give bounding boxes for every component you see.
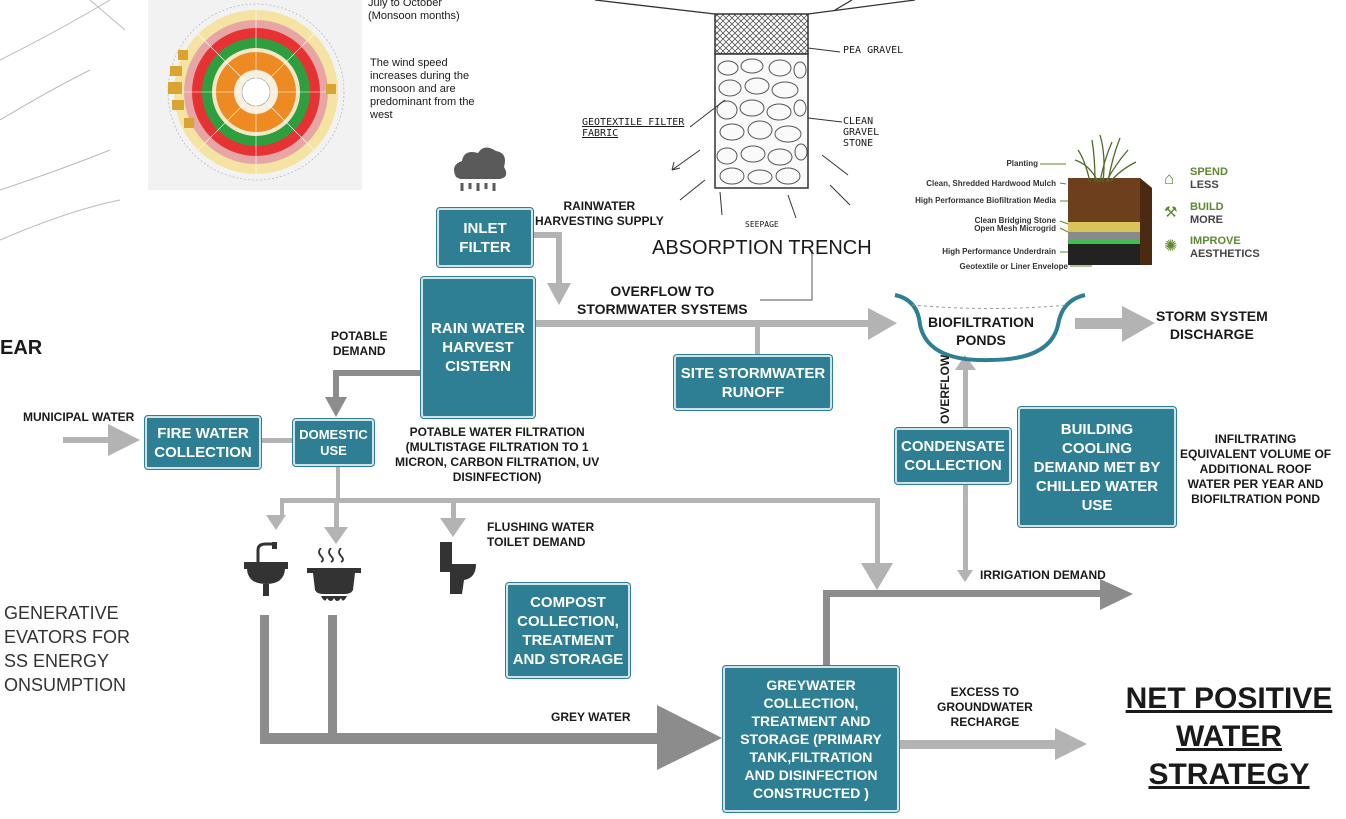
house-icon: ⌂ xyxy=(1164,169,1175,188)
biofiltration-ponds-label: BIOFILTRATION PONDS xyxy=(928,314,1035,348)
seepage-label: SEEPAGE xyxy=(745,220,779,229)
arrows-light xyxy=(63,232,1155,760)
pea-gravel-label: PEA GRAVEL xyxy=(843,45,904,56)
wind-note-description: The wind speed increases during the mons… xyxy=(370,57,475,121)
wind-rose-chart xyxy=(148,0,362,190)
net-positive-water-strategy-title: NET POSITIVE WATER STRATEGY xyxy=(1125,682,1333,791)
absorption-trench-title: ABSORPTION TRENCH xyxy=(652,237,872,259)
rain-water-cistern-box: RAIN WATER HARVEST CISTERN xyxy=(421,277,535,418)
building-cooling-box: BUILDING COOLING DEMAND MET BY CHILLED W… xyxy=(1018,407,1176,527)
bio-layer-microgrid: Open Mesh Microgrid xyxy=(974,224,1056,233)
geotextile-label: GEOTEXTILE FILTER FABRIC xyxy=(582,117,685,139)
clean-gravel-label: CLEAN GRAVEL STONE xyxy=(843,116,880,149)
bio-layer-stone: Clean Bridging Stone xyxy=(974,216,1056,225)
absorption-trench-drawing xyxy=(671,13,851,219)
cut-off-heading: EAR xyxy=(0,337,43,359)
excess-groundwater-label: EXCESS TO GROUNDWATER RECHARGE xyxy=(937,685,1033,729)
irrigation-demand-label: IRRIGATION DEMAND xyxy=(980,568,1106,582)
rainwater-supply-label: RAINWATER HARVESTING SUPPLY xyxy=(535,199,664,228)
bio-layer-media: High Performance Biofiltration Media xyxy=(915,196,1056,205)
bio-layer-liner: Geotextile or Liner Envelope xyxy=(959,262,1068,271)
fire-water-collection-box: FIRE WATER COLLECTION xyxy=(145,416,261,469)
hammer-icon: ⚒ xyxy=(1164,204,1178,221)
biofilter-cross-section xyxy=(1040,134,1152,267)
storm-discharge-label: STORM SYSTEM DISCHARGE xyxy=(1156,308,1268,342)
trench-pointer-line xyxy=(760,250,813,301)
flushing-water-label: FLUSHING WATER TOILET DEMAND xyxy=(487,520,595,549)
greywater-collection-box: GREYWATER COLLECTION, TREATMENT AND STOR… xyxy=(723,666,899,812)
potable-filtration-label: POTABLE WATER FILTRATION (MULTISTAGE FIL… xyxy=(395,425,600,484)
overflow-storm-label: OVERFLOW TO STORMWATER SYSTEMS xyxy=(577,283,748,317)
inlet-filter-box: INLET FILTER xyxy=(437,208,533,267)
trench-ground-lines xyxy=(594,0,916,15)
overflow-label: OVERFLOW xyxy=(938,354,952,424)
biofiltration-pond-bowl xyxy=(894,293,1086,363)
sun-icon: ✺ xyxy=(1164,238,1178,255)
potable-demand-label: POTABLE DEMAND xyxy=(331,329,388,358)
municipal-water-label: MUNICIPAL WATER xyxy=(23,410,135,424)
toilet-icon xyxy=(440,542,476,594)
compost-collection-box: COMPOST COLLECTION, TREATMENT AND STORAG… xyxy=(506,583,630,678)
cut-off-elevator-note: GENERATIVE EVATORS FOR SS ENERGY ONSUMPT… xyxy=(4,603,131,695)
cooking-pot-icon xyxy=(307,548,361,601)
bio-layer-planting: Planting xyxy=(1006,159,1038,168)
bio-layer-underdrain: High Performance Underdrain xyxy=(942,247,1056,256)
wind-note-months: July to October (Monsoon months) xyxy=(368,0,460,22)
infiltrating-label: INFILTRATING EQUIVALENT VOLUME OF ADDITI… xyxy=(1180,432,1332,506)
rain-cloud-icon xyxy=(454,147,507,191)
domestic-use-box: DOMESTIC USE xyxy=(293,419,374,466)
condensate-collection-box: CONDENSATE COLLECTION xyxy=(895,428,1011,484)
arrows-dark xyxy=(260,370,1133,770)
sink-icon xyxy=(244,542,288,596)
site-sketch-lines xyxy=(0,0,126,241)
bio-layer-mulch: Clean, Shredded Hardwood Mulch xyxy=(926,179,1056,188)
site-stormwater-runoff-box: SITE STORMWATER RUNOFF xyxy=(674,355,832,410)
grey-water-label: GREY WATER xyxy=(551,710,631,724)
